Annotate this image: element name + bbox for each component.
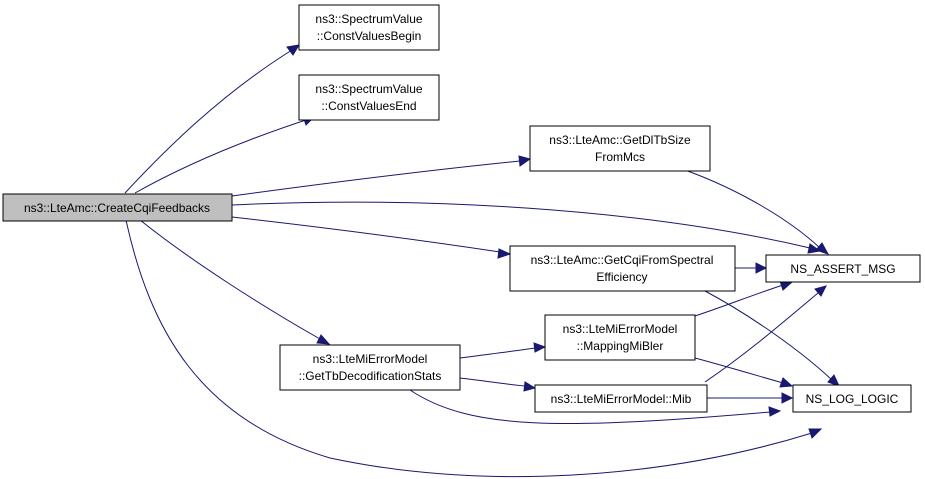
- node-label-line: ns3::LteAmc::GetCqiFromSpectral: [531, 253, 714, 267]
- node-label-line: ::GetTbDecodificationStats: [299, 369, 442, 383]
- edge-root-log: [125, 219, 823, 478]
- edge-mapping-log: [694, 357, 794, 388]
- node-label-line: ns3::SpectrumValue: [315, 12, 422, 26]
- node-ns-assert-msg[interactable]: NS_ASSERT_MSG: [765, 254, 921, 283]
- node-label-line: ::ConstValuesBegin: [317, 29, 422, 43]
- edge-getcqi-log: [704, 290, 840, 387]
- edge-root-cvb: [124, 44, 300, 194]
- node-const-values-begin[interactable]: ns3::SpectrumValue ::ConstValuesBegin: [298, 4, 440, 51]
- node-label-line: ::MappingMiBler: [577, 339, 664, 353]
- edge-gettb-mib: [459, 377, 537, 392]
- edge-getdl-assert: [684, 169, 830, 255]
- node-label-line: ns3::SpectrumValue: [315, 82, 422, 96]
- node-label-line: ::ConstValuesEnd: [321, 99, 416, 113]
- node-get-dl-tb-size-from-mcs[interactable]: ns3::LteAmc::GetDlTbSize FromMcs: [529, 125, 711, 172]
- edge-root-getdl: [231, 155, 532, 197]
- node-create-cqi-feedbacks[interactable]: ns3::LteAmc::CreateCqiFeedbacks: [2, 193, 233, 222]
- node-const-values-end[interactable]: ns3::SpectrumValue ::ConstValuesEnd: [298, 74, 440, 121]
- node-label-line: ns3::LteMiErrorModel::Mib: [551, 392, 692, 406]
- node-label-line: NS_ASSERT_MSG: [790, 262, 895, 276]
- node-label-line: ns3::LteAmc::CreateCqiFeedbacks: [24, 201, 210, 215]
- nodes: ns3::LteAmc::CreateCqiFeedbacks ns3::Spe…: [2, 4, 921, 413]
- edge-gettb-log: [409, 389, 782, 425]
- node-get-cqi-from-spectral-efficiency[interactable]: ns3::LteAmc::GetCqiFromSpectral Efficien…: [509, 245, 736, 292]
- node-mapping-mi-bler[interactable]: ns3::LteMiErrorModel ::MappingMiBler: [544, 314, 696, 361]
- edge-getcqi-assert: [735, 262, 768, 274]
- node-get-tb-decodification-stats[interactable]: ns3::LteMiErrorModel ::GetTbDecodificati…: [279, 344, 461, 391]
- node-label-line: ns3::LteMiErrorModel: [313, 352, 428, 366]
- node-mib[interactable]: ns3::LteMiErrorModel::Mib: [534, 384, 708, 413]
- edges: [124, 44, 840, 478]
- edge-gettb-mapping: [459, 342, 547, 359]
- edge-mib-log: [707, 392, 794, 404]
- edge-root-getcqi: [231, 216, 512, 259]
- node-label-line: ns3::LteAmc::GetDlTbSize: [549, 133, 691, 147]
- edge-mib-assert: [704, 285, 827, 383]
- node-ns-log-logic[interactable]: NS_LOG_LOGIC: [792, 384, 912, 413]
- node-label-line: NS_LOG_LOGIC: [806, 392, 899, 406]
- node-label-line: FromMcs: [595, 150, 645, 164]
- node-label-line: Efficiency: [596, 270, 647, 284]
- node-label-line: ns3::LteMiErrorModel: [563, 322, 678, 336]
- edge-root-gettb: [139, 219, 331, 345]
